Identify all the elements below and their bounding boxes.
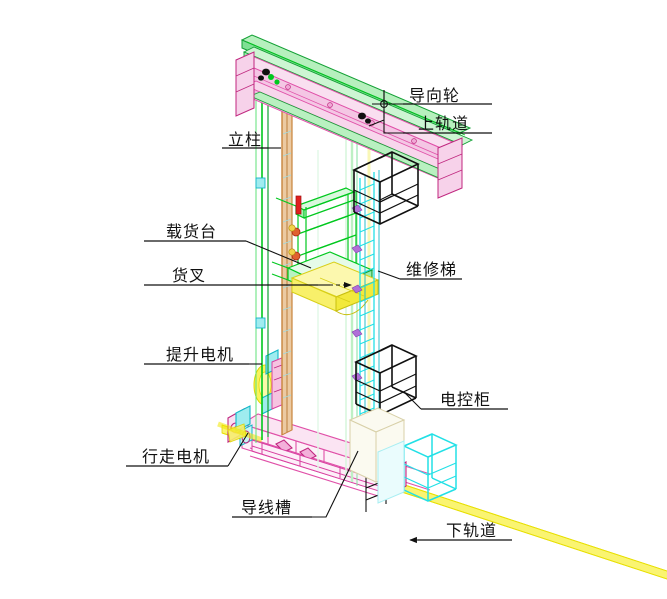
carriage-detail-group [288,195,302,261]
bottom-right-panel [377,440,405,504]
label-control-cabinet: 电控柜 [440,390,492,409]
label-leader-maintenance-ladder [377,270,401,280]
label-leaders-group [126,90,512,544]
hoist-motor-group [253,349,285,415]
label-leader-upper-track [368,110,403,134]
label-guide-wheel: 导向轮 [409,86,461,105]
guide-wheel-body [258,68,371,124]
label-column: 立柱 [228,130,263,149]
label-leader-cable-duct [312,450,359,518]
label-lower-track: 下轨道 [446,521,498,540]
label-cable-duct: 导线槽 [241,498,293,517]
label-fork: 货叉 [172,266,207,285]
top-beam-group [235,34,474,199]
label-leader-travel-motor [227,432,249,467]
label-cargo-platform: 载货台 [166,222,218,241]
mast-right-group [281,54,293,436]
label-upper-track: 上轨道 [418,114,470,133]
label-hoist-motor: 提升电机 [166,345,235,364]
label-travel-motor: 行走电机 [142,447,211,466]
label-maintenance-ladder: 维修梯 [406,260,458,279]
label-leader-control-cabinet [403,391,422,410]
label-leader-cargo-platform [245,240,312,269]
cabinet-upper-group [352,151,420,225]
mast-left-group [255,59,269,443]
